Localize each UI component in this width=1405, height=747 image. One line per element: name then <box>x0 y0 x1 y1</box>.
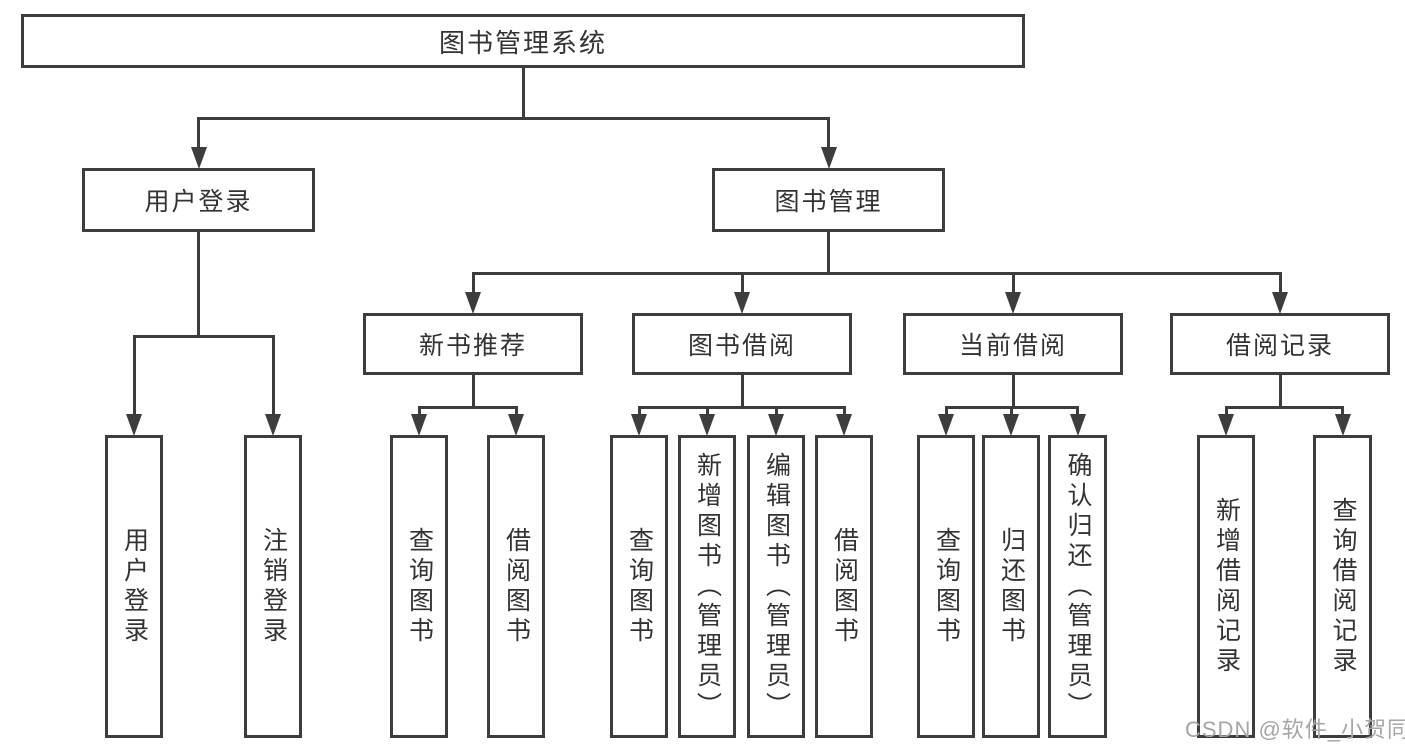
node-nb-query: 查询图书 <box>390 435 448 738</box>
edge-stem <box>827 231 830 275</box>
edge-shaft <box>1076 406 1079 416</box>
node-br-query: 查询借阅记录 <box>1313 435 1372 738</box>
arrow-down-icon <box>1218 414 1234 436</box>
node-br-add: 新增借阅记录 <box>1197 435 1255 738</box>
arrow-down-icon <box>265 414 281 436</box>
edge-shaft <box>774 406 778 416</box>
edge-rail <box>471 272 1282 275</box>
arrow-down-icon <box>836 414 852 436</box>
node-borrow-records: 借阅记录 <box>1170 313 1390 375</box>
arrow-down-icon <box>734 292 750 314</box>
node-current-borrow: 当前借阅 <box>903 313 1123 375</box>
edge-stem <box>740 374 744 409</box>
edge-shaft <box>944 406 948 416</box>
edge-rail <box>197 117 830 120</box>
edge-shaft <box>471 272 475 294</box>
node-root: 图书管理系统 <box>21 14 1025 68</box>
node-ul-login: 用户登录 <box>105 435 163 738</box>
edge-shaft <box>1341 406 1344 416</box>
node-book-mgmt: 图书管理 <box>712 168 945 232</box>
node-ul-logout: 注销登录 <box>244 435 302 738</box>
edge-rail <box>1224 406 1344 409</box>
edge-rail <box>637 406 846 409</box>
arrow-down-icon <box>820 147 837 169</box>
edge-stem <box>1278 374 1282 409</box>
arrow-down-icon <box>768 414 784 436</box>
edge-shaft <box>705 406 709 416</box>
node-book-borrow: 图书借阅 <box>632 313 852 375</box>
edge-shaft <box>271 335 275 416</box>
arrow-down-icon <box>1334 414 1351 436</box>
arrow-down-icon <box>631 414 647 436</box>
edge-shaft <box>1278 272 1282 294</box>
node-bb-query: 查询图书 <box>610 435 668 738</box>
edge-stem <box>1011 374 1015 409</box>
edge-stem <box>471 374 475 409</box>
arrow-down-icon <box>465 292 481 314</box>
arrow-down-icon <box>1003 414 1019 436</box>
node-bb-borrow: 借阅图书 <box>815 435 873 738</box>
edge-shaft <box>637 406 641 416</box>
edge-shaft <box>827 117 830 149</box>
node-bb-edit: 编辑图书（管理员） <box>747 435 805 738</box>
node-new-books: 新书推荐 <box>363 313 583 375</box>
edge-shaft <box>1011 272 1015 294</box>
arrow-down-icon <box>1272 292 1288 314</box>
node-nb-borrow: 借阅图书 <box>487 435 545 738</box>
edge-shaft <box>842 406 846 416</box>
arrow-down-icon <box>1005 292 1021 314</box>
edge-shaft <box>132 335 136 416</box>
edge-rail <box>132 335 275 338</box>
node-cb-return: 归还图书 <box>982 435 1040 738</box>
arrow-down-icon <box>699 414 715 436</box>
arrow-down-icon <box>508 414 524 436</box>
edge-shaft <box>197 117 200 149</box>
arrow-down-icon <box>1069 414 1086 436</box>
edge-stem <box>521 67 525 120</box>
arrow-down-icon <box>938 414 954 436</box>
edge-shaft <box>740 272 744 294</box>
edge-rail <box>417 406 518 409</box>
arrow-down-icon <box>411 414 427 436</box>
node-cb-confirm: 确认归还（管理员） <box>1048 435 1107 738</box>
node-cb-query: 查询图书 <box>917 435 975 738</box>
watermark: CSDN @软件_小贺同学 <box>1185 717 1405 742</box>
node-user-login: 用户登录 <box>82 168 315 232</box>
arrow-down-icon <box>190 147 207 169</box>
edge-shaft <box>1009 406 1013 416</box>
edge-shaft <box>514 406 518 416</box>
edge-stem <box>197 231 200 338</box>
arrow-down-icon <box>126 414 142 436</box>
edge-shaft <box>417 406 421 416</box>
edge-shaft <box>1224 406 1228 416</box>
node-bb-add: 新增图书（管理员） <box>678 435 736 738</box>
